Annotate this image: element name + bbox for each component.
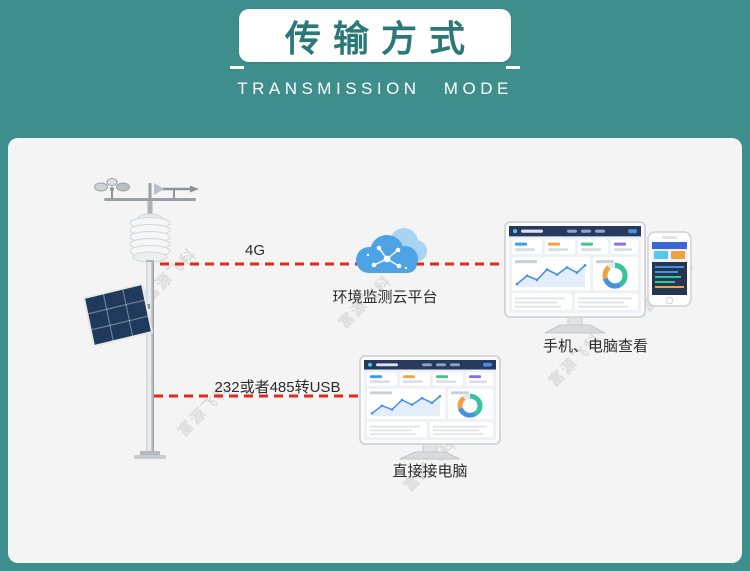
monitor-direct-view — [359, 355, 501, 460]
diagram-canvas — [82, 178, 692, 460]
decorative-dash-right — [506, 66, 520, 69]
diagram-panel: 富源飞科 富源飞科 富源飞科 富源飞科 富源飞科 富源飞科 — [8, 138, 742, 563]
weather-station-illustration — [82, 178, 199, 459]
4g-link-label: 4G — [244, 242, 265, 259]
phone-illustration — [647, 231, 692, 307]
direct-pc-label: 直接接电脑 — [392, 463, 468, 480]
decorative-dash-left — [230, 66, 244, 69]
page-title: 传输方式 — [284, 17, 477, 59]
page-subtitle: TRANSMISSION MODE — [237, 79, 513, 98]
cloud-platform-label: 环境监测云平台 — [332, 289, 438, 306]
serial-link-label: 232或者485转USB — [214, 379, 341, 396]
phone-pc-label: 手机、电脑查看 — [542, 338, 648, 355]
cloud-platform-icon — [356, 228, 427, 273]
monitor-cloud-view — [504, 221, 646, 334]
title-banner: 传输方式 — [239, 9, 511, 62]
